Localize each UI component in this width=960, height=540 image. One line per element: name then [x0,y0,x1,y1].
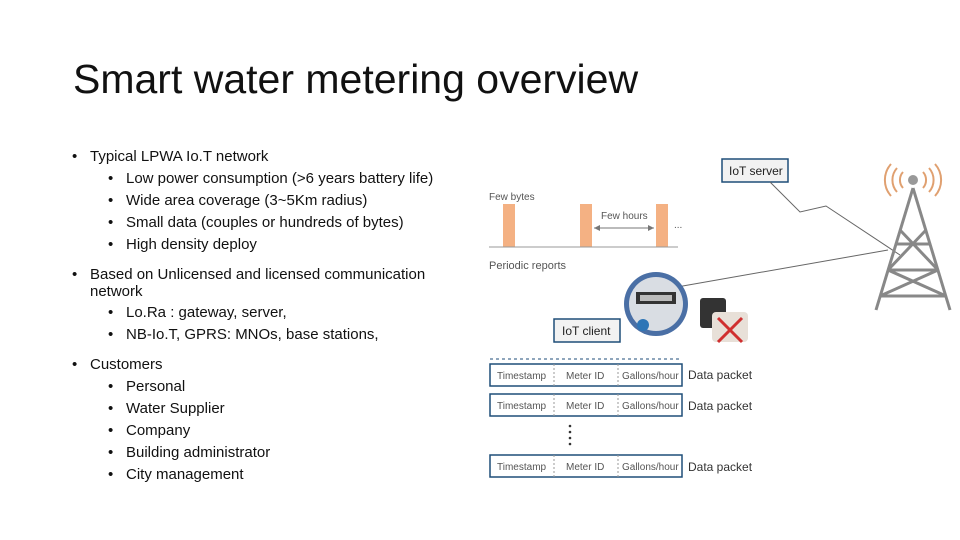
bullet-item: Typical LPWA Io.T network [72,146,492,168]
iot-client-label: IoT client [562,324,611,338]
report-pulse [656,204,668,247]
data-packet-label: Data packet [688,368,753,382]
iot-server-box [721,158,789,183]
packet-field-gallons: Gallons/hour [622,371,679,382]
iot-server-label: IoT server [729,164,783,178]
sub-bullet-item: High density deploy [72,234,492,256]
continuation-dots [568,424,572,446]
iot-client-box [553,318,621,343]
signal-waves-icon [883,163,943,197]
packet-field-meter-id: Meter ID [566,462,604,473]
data-packet-label: Data packet [688,399,753,413]
page-title: Smart water metering overview [73,56,639,102]
packet-field-timestamp: Timestamp [497,401,547,412]
few-hours-label: Few hours [601,211,648,222]
sub-bullet-item: Wide area coverage (3~5Km radius) [72,190,492,212]
sub-bullet-item: NB-Io.T, GPRS: MNOs, base stations, [72,324,492,346]
sub-bullet-item: Low power consumption (>6 years battery … [72,168,492,190]
packet-field-gallons: Gallons/hour [622,401,679,412]
report-pulse [503,204,515,247]
sub-bullet-item: Lo.Ra : gateway, server, [72,302,492,324]
packet-field-gallons: Gallons/hour [622,462,679,473]
wireless-link-icon [659,249,889,291]
bullet-list: Typical LPWA Io.T network Low power cons… [72,146,492,486]
valve-shutoff-icon [700,298,748,344]
bullet-item: Based on Unlicensed and licensed communi… [72,264,460,302]
few-bytes-label: Few bytes [489,192,535,203]
ellipsis-label: ... [674,220,682,231]
data-packet-row: Timestamp Meter ID Gallons/hour Data pac… [489,393,753,417]
packet-field-timestamp: Timestamp [497,371,547,382]
tower-antenna-icon [908,175,918,185]
water-meter-icon [624,272,688,336]
sub-bullet-item: Building administrator [72,442,492,464]
report-pulse [580,204,592,247]
data-packet-label: Data packet [688,460,753,474]
wireless-link-icon [769,181,901,256]
data-packet-row: Timestamp Meter ID Gallons/hour Data pac… [489,454,753,478]
metering-diagram: Few bytes Few hours ... Periodic reports… [489,158,952,478]
sub-bullet-item: Small data (couples or hundreds of bytes… [72,212,492,234]
packet-field-timestamp: Timestamp [497,462,547,473]
cell-tower-icon [874,187,952,311]
sub-bullet-item: City management [72,464,492,486]
packet-field-meter-id: Meter ID [566,371,604,382]
bullet-item: Customers [72,354,492,376]
packet-field-meter-id: Meter ID [566,401,604,412]
sub-bullet-item: Personal [72,376,492,398]
periodic-reports-label: Periodic reports [489,260,567,272]
sub-bullet-item: Company [72,420,492,442]
sub-bullet-item: Water Supplier [72,398,492,420]
data-packet-row: Timestamp Meter ID Gallons/hour Data pac… [489,363,753,387]
